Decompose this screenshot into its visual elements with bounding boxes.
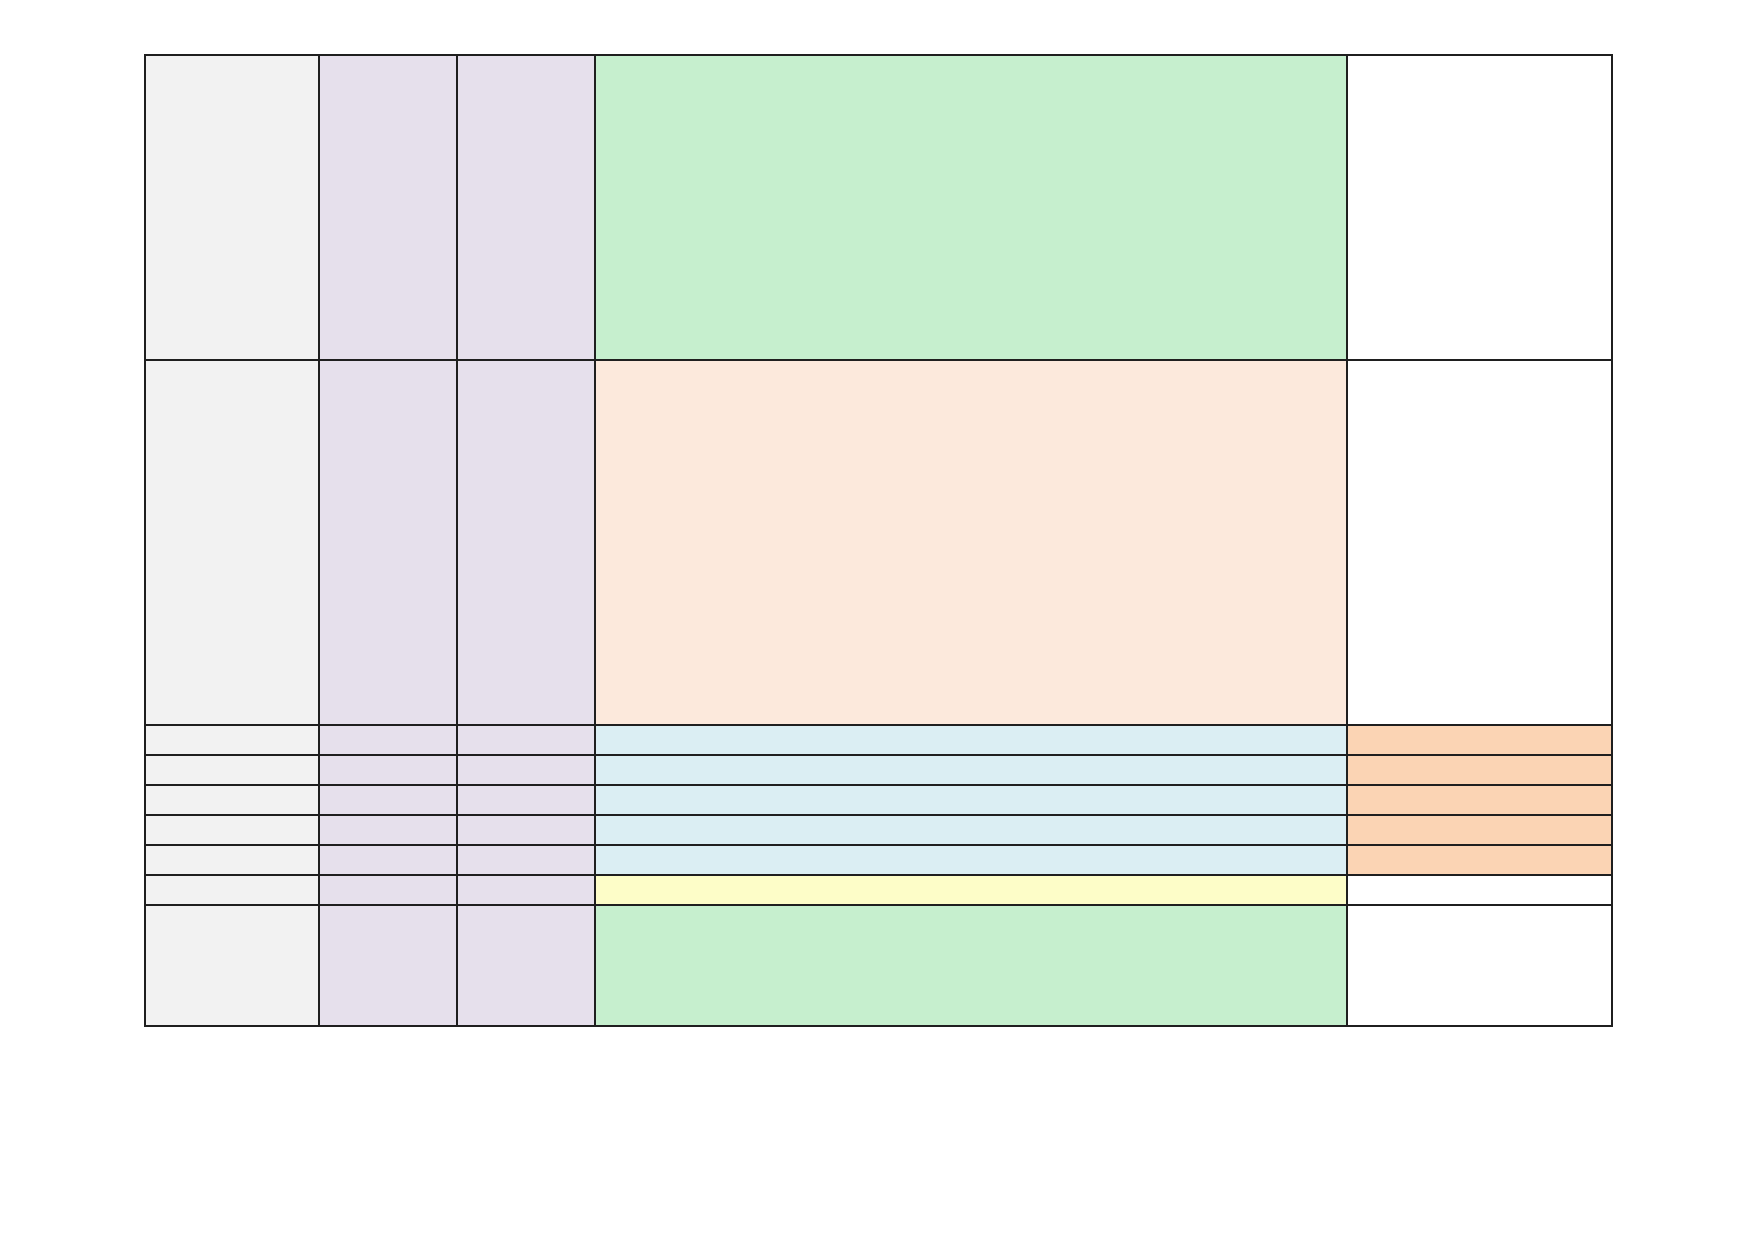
table-cell[interactable] (144, 359, 320, 726)
table-cell[interactable] (594, 904, 1348, 1027)
table-cell[interactable] (144, 724, 320, 756)
table-cell[interactable] (594, 54, 1348, 361)
table-cell[interactable] (594, 359, 1348, 726)
table-cell[interactable] (1346, 904, 1613, 1027)
table-row (144, 724, 1613, 756)
table-cell[interactable] (456, 784, 596, 816)
table-row (144, 784, 1613, 816)
table-cell[interactable] (456, 844, 596, 876)
table-cell[interactable] (144, 784, 320, 816)
table-cell[interactable] (1346, 844, 1613, 876)
table-cell[interactable] (456, 54, 596, 361)
table-cell[interactable] (594, 844, 1348, 876)
table-cell[interactable] (144, 54, 320, 361)
table-row (144, 359, 1613, 726)
table-cell[interactable] (318, 874, 458, 906)
table-row (144, 54, 1613, 361)
table-row (144, 844, 1613, 876)
table-cell[interactable] (318, 904, 458, 1027)
table-cell[interactable] (456, 359, 596, 726)
table-cell[interactable] (318, 754, 458, 786)
table-cell[interactable] (456, 814, 596, 846)
table-cell[interactable] (318, 844, 458, 876)
table-cell[interactable] (318, 724, 458, 756)
table-row (144, 754, 1613, 786)
table-cell[interactable] (1346, 54, 1613, 361)
table-row (144, 904, 1613, 1027)
schedule-grid-table (144, 54, 1613, 1027)
table-cell[interactable] (318, 359, 458, 726)
table-cell[interactable] (594, 874, 1348, 906)
table-cell[interactable] (1346, 784, 1613, 816)
table-cell[interactable] (144, 874, 320, 906)
table-cell[interactable] (318, 54, 458, 361)
table-cell[interactable] (144, 814, 320, 846)
table-row (144, 814, 1613, 846)
table-cell[interactable] (318, 814, 458, 846)
table-cell[interactable] (594, 814, 1348, 846)
table-cell[interactable] (1346, 814, 1613, 846)
table-cell[interactable] (594, 784, 1348, 816)
table-cell[interactable] (1346, 874, 1613, 906)
table-cell[interactable] (456, 754, 596, 786)
table-cell[interactable] (1346, 754, 1613, 786)
table-cell[interactable] (594, 724, 1348, 756)
table-row (144, 874, 1613, 906)
table-cell[interactable] (1346, 724, 1613, 756)
grid-body (144, 54, 1613, 1027)
table-cell[interactable] (144, 844, 320, 876)
table-cell[interactable] (318, 784, 458, 816)
table-cell[interactable] (456, 904, 596, 1027)
table-cell[interactable] (1346, 359, 1613, 726)
table-cell[interactable] (144, 904, 320, 1027)
table-cell[interactable] (594, 754, 1348, 786)
table-cell[interactable] (456, 874, 596, 906)
table-cell[interactable] (456, 724, 596, 756)
table-cell[interactable] (144, 754, 320, 786)
